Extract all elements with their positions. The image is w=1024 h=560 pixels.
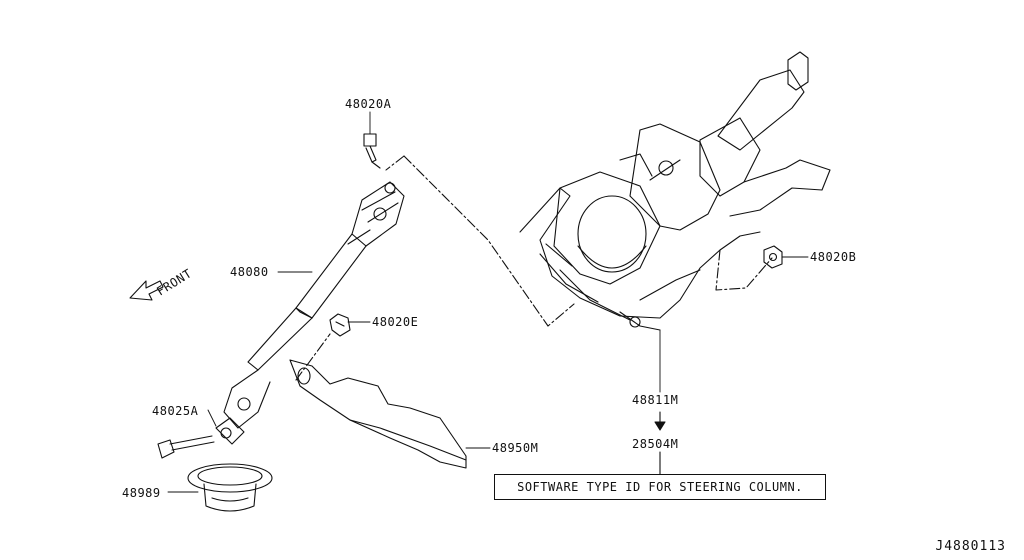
diagram-reference-code: J4880113 xyxy=(935,539,1006,554)
label-48080: 48080 xyxy=(230,265,269,279)
label-48020b: 48020B xyxy=(810,250,856,264)
label-28504m: 28504M xyxy=(632,437,678,451)
bolt-48025a xyxy=(157,435,215,459)
leader-lines xyxy=(167,111,809,493)
label-48020a: 48020A xyxy=(345,97,392,111)
front-arrow-icon xyxy=(129,280,164,301)
nut-48020b xyxy=(763,245,783,269)
bolt-48020a xyxy=(363,133,381,169)
label-48989: 48989 xyxy=(122,486,161,500)
software-note-box: SOFTWARE TYPE ID FOR STEERING COLUMN. xyxy=(494,474,826,500)
connection-dashed-lines xyxy=(295,155,773,381)
front-label: FRONT xyxy=(154,266,194,298)
label-48811m: 48811M xyxy=(632,393,678,407)
label-48025a: 48025A xyxy=(152,404,199,418)
column-cover-48950m xyxy=(289,359,467,469)
label-48020e: 48020E xyxy=(372,315,418,329)
intermediate-shaft xyxy=(215,181,405,445)
label-48950m: 48950M xyxy=(492,441,538,455)
clip-48020e xyxy=(329,313,351,337)
down-arrow-icon xyxy=(654,411,666,431)
grommet-48989 xyxy=(187,463,273,512)
steering-column-assembly xyxy=(519,51,831,331)
